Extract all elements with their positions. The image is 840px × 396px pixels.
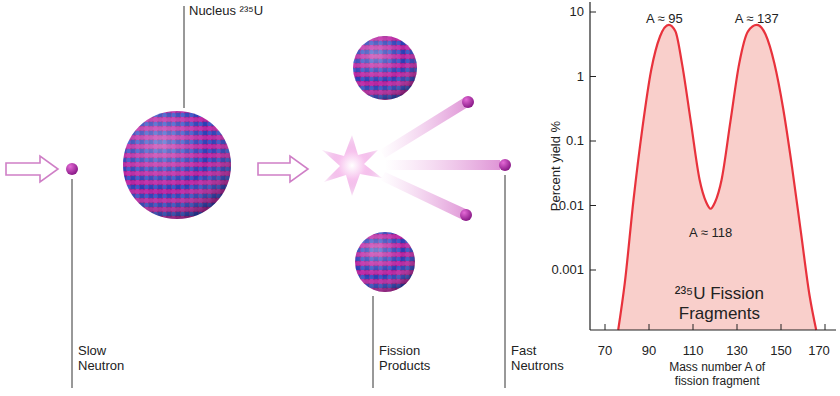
tick — [590, 76, 596, 77]
tick-label: 70 — [598, 344, 612, 359]
leader-line — [184, 6, 185, 108]
x-axis — [590, 329, 836, 330]
peak-label: A ≈ 95 — [646, 12, 683, 27]
tick — [649, 324, 650, 330]
tick-label: 170 — [808, 344, 830, 359]
y-axis — [589, 2, 590, 330]
tick-label: 110 — [683, 344, 704, 359]
tick — [590, 12, 596, 13]
tick — [693, 324, 694, 330]
tick — [590, 141, 596, 142]
tick-label: 130 — [726, 344, 748, 359]
fast-neutron — [499, 159, 511, 171]
tick-label: 0.1 — [566, 134, 584, 149]
part-label: Nucleus ²³⁵U — [189, 4, 263, 19]
tick — [781, 324, 782, 330]
tick-label: 10 — [570, 5, 584, 20]
input-arrow — [258, 156, 308, 182]
tick-label: 150 — [770, 344, 792, 359]
yield-chart — [590, 2, 836, 330]
fission-product — [355, 232, 415, 292]
part-label: Fast Neutrons — [511, 344, 581, 374]
part-label: Fission Products — [379, 344, 449, 374]
tick — [605, 324, 606, 330]
peak-label: A ≈ 137 — [735, 12, 779, 27]
fission-product — [353, 36, 417, 100]
part-label: Slow Neutron — [78, 344, 138, 374]
fast-neutron — [462, 96, 474, 108]
nucleus — [123, 111, 231, 219]
axis-title: Mass number A of fission fragment — [652, 361, 782, 389]
tick — [737, 324, 738, 330]
fission-burst — [322, 135, 382, 196]
leader-line — [72, 179, 73, 388]
yield-curve — [618, 25, 816, 330]
slow-neutron — [66, 163, 78, 175]
tick-label: 90 — [642, 344, 656, 359]
tick — [590, 270, 596, 271]
leader-line — [373, 296, 374, 388]
tick-label: 0.001 — [551, 263, 584, 278]
leader-line — [505, 175, 506, 388]
tick-label: 1 — [577, 69, 584, 84]
fast-neutron — [460, 209, 472, 221]
chart-label: ²³⁵U Fission Fragments — [649, 284, 789, 325]
tick — [825, 324, 826, 330]
tick — [590, 205, 596, 206]
yield-area — [618, 25, 816, 330]
input-arrow — [6, 156, 58, 182]
valley-label: A ≈ 118 — [689, 226, 732, 241]
tick-label: 0.01 — [559, 198, 584, 213]
